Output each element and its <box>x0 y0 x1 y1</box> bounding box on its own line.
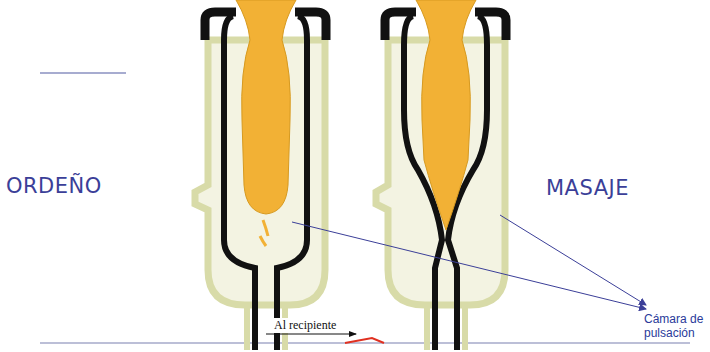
state-label: MASAJE <box>546 176 629 200</box>
flow-arrow <box>266 334 356 335</box>
red-mark <box>345 338 384 343</box>
teat-cup-milking <box>195 0 326 350</box>
rule-line <box>40 72 126 74</box>
rule-line <box>40 342 690 343</box>
callout-label: Cámara de pulsación <box>644 312 706 341</box>
teat-cup-massage <box>376 0 506 350</box>
leader-line <box>292 222 646 309</box>
leader-line <box>500 215 646 305</box>
flow-label: Al recipiente <box>272 318 338 333</box>
state-label: ORDEÑO <box>6 174 102 198</box>
